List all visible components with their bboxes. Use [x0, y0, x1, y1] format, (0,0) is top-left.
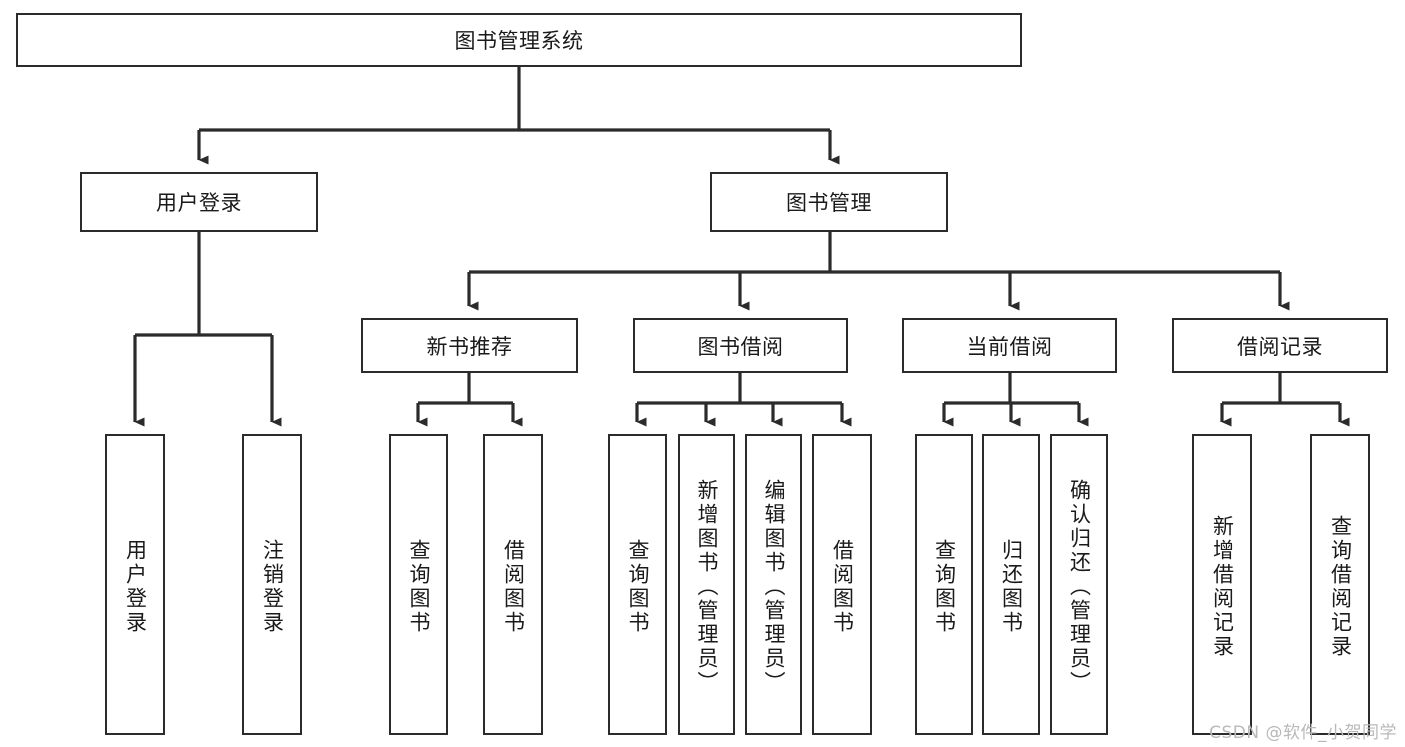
node-user-login[interactable]: 用户登录 [80, 172, 318, 232]
node-root-system[interactable]: 图书管理系统 [16, 13, 1022, 67]
leaf-current-query-book[interactable]: 查询图书 [915, 434, 973, 735]
leaf-user-login-login[interactable]: 用户登录 [105, 434, 165, 735]
node-label: 新书推荐 [426, 334, 513, 359]
node-label: 确认归还（管理员） [1067, 478, 1092, 695]
leaf-recommend-borrow-book[interactable]: 借阅图书 [483, 434, 543, 735]
leaf-current-return-book[interactable]: 归还图书 [982, 434, 1040, 735]
node-label: 用户登录 [123, 538, 148, 635]
node-label: 新增图书（管理员） [695, 478, 719, 695]
leaf-borrow-borrow-book[interactable]: 借阅图书 [812, 434, 872, 735]
node-borrow-record[interactable]: 借阅记录 [1172, 318, 1388, 373]
leaf-borrow-query-book[interactable]: 查询图书 [608, 434, 667, 735]
node-label: 查询借阅记录 [1328, 514, 1353, 659]
node-current-borrow[interactable]: 当前借阅 [902, 318, 1117, 373]
node-label: 新增借阅记录 [1210, 514, 1235, 659]
node-label: 归还图书 [999, 538, 1024, 635]
leaf-record-add-record[interactable]: 新增借阅记录 [1192, 434, 1252, 735]
node-label: 图书管理 [786, 191, 872, 215]
leaf-recommend-query-book[interactable]: 查询图书 [389, 434, 448, 735]
node-label: 图书借阅 [697, 334, 784, 359]
node-book-borrow[interactable]: 图书借阅 [633, 318, 848, 373]
leaf-borrow-add-book-admin[interactable]: 新增图书（管理员） [678, 434, 735, 735]
node-label: 借阅记录 [1237, 334, 1323, 359]
node-label: 用户登录 [156, 191, 242, 215]
node-label: 查询图书 [626, 538, 650, 635]
node-label: 图书管理系统 [454, 29, 584, 53]
node-label: 查询图书 [932, 538, 957, 635]
leaf-user-login-logout[interactable]: 注销登录 [242, 434, 302, 735]
node-new-book-recommend[interactable]: 新书推荐 [361, 318, 578, 373]
leaf-record-query-record[interactable]: 查询借阅记录 [1310, 434, 1370, 735]
node-label: 当前借阅 [966, 334, 1053, 359]
leaf-current-confirm-return-admin[interactable]: 确认归还（管理员） [1050, 434, 1108, 735]
node-label: 注销登录 [260, 538, 285, 635]
node-label: 编辑图书（管理员） [762, 478, 786, 695]
node-label: 借阅图书 [830, 538, 855, 635]
node-label: 借阅图书 [501, 538, 526, 635]
node-book-management[interactable]: 图书管理 [710, 172, 948, 232]
node-label: 查询图书 [407, 538, 431, 635]
leaf-borrow-edit-book-admin[interactable]: 编辑图书（管理员） [745, 434, 802, 735]
